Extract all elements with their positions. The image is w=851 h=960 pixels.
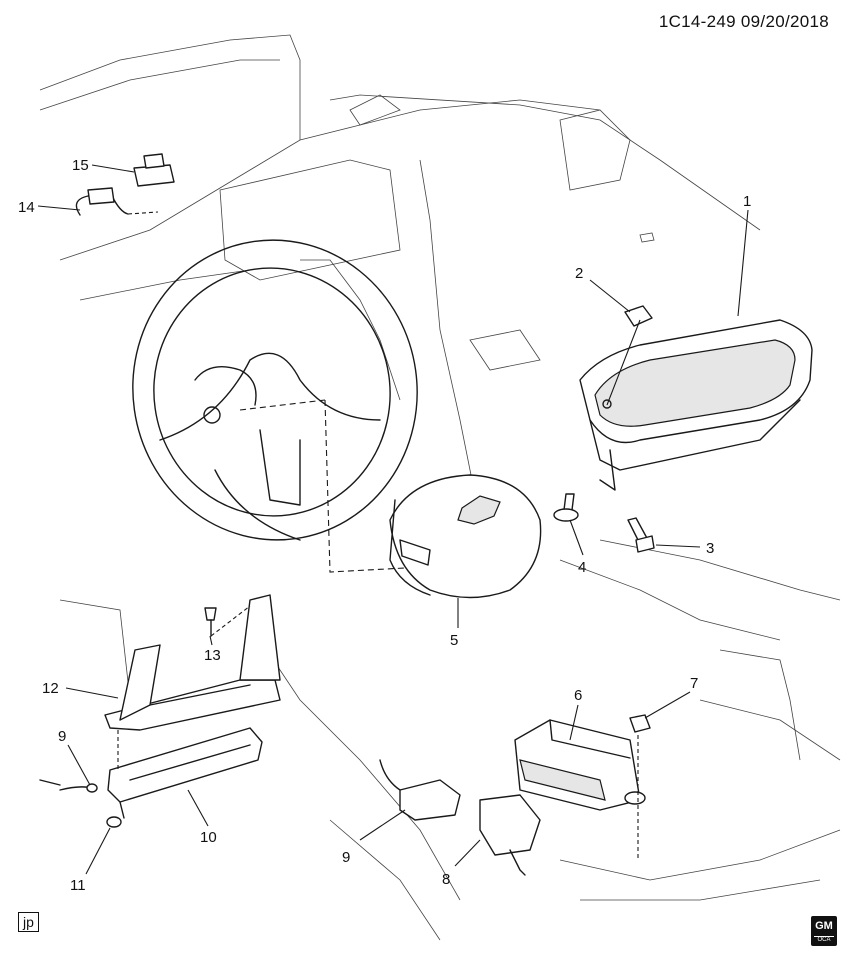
bolt-part-4 xyxy=(553,493,579,522)
callout-9-center: 9 xyxy=(342,849,350,866)
callout-9-left: 9 xyxy=(58,728,66,745)
callout-1: 1 xyxy=(743,193,751,210)
callout-2: 2 xyxy=(575,265,583,282)
diagram-code: 1C14-249 09/20/2018 xyxy=(658,12,829,31)
connector-part-9-left xyxy=(39,779,98,793)
callout-3: 3 xyxy=(706,540,714,557)
callout-6: 6 xyxy=(574,687,582,704)
callout-labels: 1 2 3 4 5 6 7 8 9 9 10 11 12 13 14 15 xyxy=(18,157,751,894)
callout-11: 11 xyxy=(70,877,86,894)
sensing-module-part-6 xyxy=(514,719,646,811)
vehicle-body-outline xyxy=(39,34,841,941)
bolt-part-13 xyxy=(204,607,217,637)
callout-4: 4 xyxy=(578,559,586,576)
passenger-airbag-part-1 xyxy=(579,319,813,491)
driver-airbag-part-5 xyxy=(389,474,542,599)
connector-part-8 xyxy=(479,794,541,876)
callout-5: 5 xyxy=(450,632,458,649)
steering-wheel xyxy=(132,239,418,541)
sensor-part-15 xyxy=(133,153,175,187)
nut-part-11 xyxy=(106,816,122,828)
callout-13: 13 xyxy=(204,647,221,664)
bracket-part-12 xyxy=(104,594,281,731)
callout-12: 12 xyxy=(42,680,59,697)
gm-logo-submark: OCA xyxy=(814,936,834,944)
clip-part-2 xyxy=(624,305,653,327)
nut-part-7 xyxy=(629,714,651,860)
harness-part-14 xyxy=(75,187,129,216)
callout-15: 15 xyxy=(72,157,89,174)
connector-part-9-center xyxy=(379,759,461,821)
bracket-part-10 xyxy=(107,727,263,819)
callout-8: 8 xyxy=(442,871,450,888)
callout-14: 14 xyxy=(18,199,35,216)
leader-lines xyxy=(37,164,749,875)
gm-logo: GM OCA xyxy=(811,916,837,946)
callout-7: 7 xyxy=(690,675,698,692)
callout-10: 10 xyxy=(200,829,217,846)
bolt-part-3 xyxy=(627,517,655,553)
region-badge: jp xyxy=(18,912,39,932)
gm-logo-mark: GM xyxy=(815,920,833,932)
